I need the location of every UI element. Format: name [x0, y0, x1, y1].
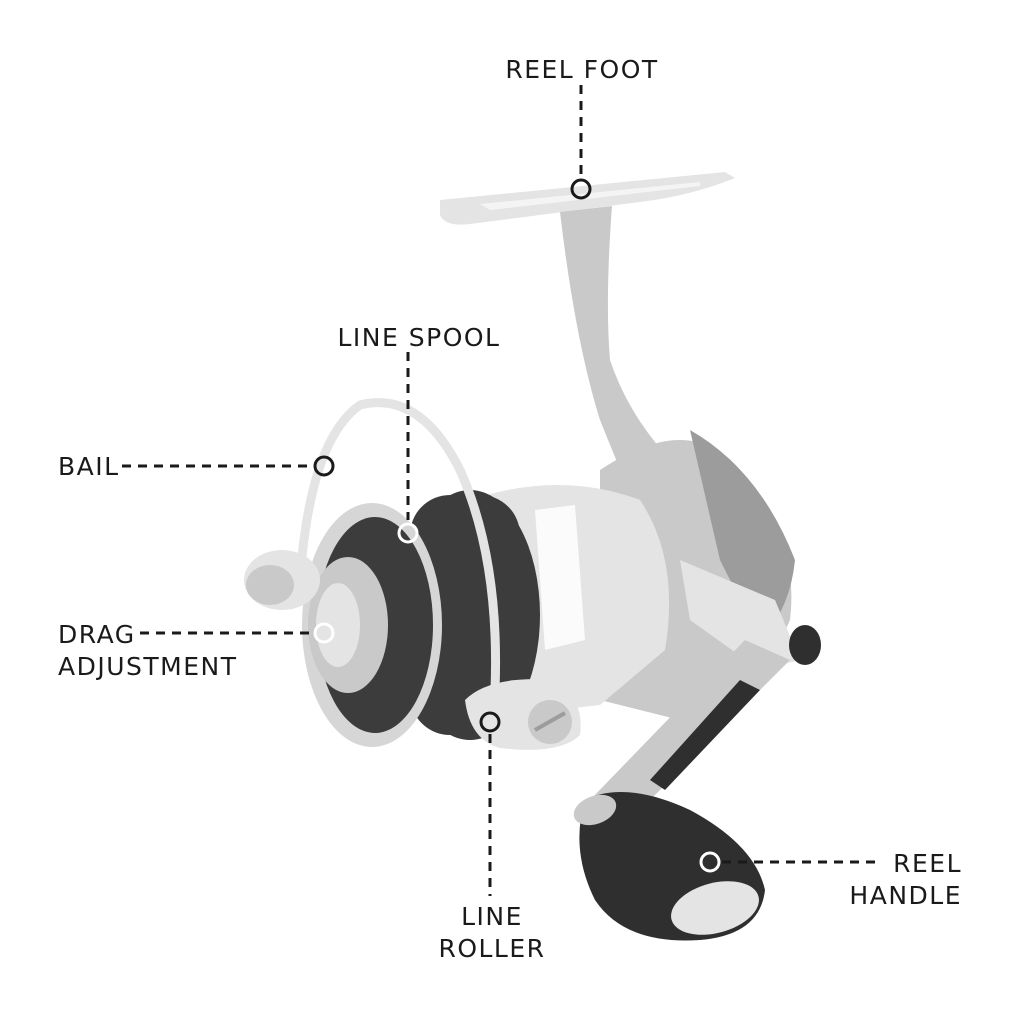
label-line-roller: LINE ROLLER	[438, 902, 546, 963]
marker-drag-adjustment	[313, 622, 335, 644]
marker-reel-foot	[570, 178, 592, 200]
reel-body-shadow	[690, 430, 795, 640]
marker-bail	[313, 455, 335, 477]
label-reel-handle: REEL HANDLE	[849, 849, 962, 910]
handle-knob-collar	[573, 794, 617, 826]
label-reel-foot: REEL FOOT	[505, 55, 659, 84]
marker-line-spool	[397, 522, 419, 544]
bail-arm-cap	[246, 565, 294, 605]
marker-reel-handle	[699, 851, 721, 873]
handle-shaft	[680, 560, 800, 670]
handle-arm-inlay	[650, 680, 760, 790]
handle-knob-end	[671, 881, 759, 935]
roller-screw-slot	[534, 711, 566, 732]
rotor-slots	[535, 505, 585, 650]
label-line-spool: LINE SPOOL	[337, 323, 501, 352]
reel-stem	[560, 206, 710, 540]
handle-cap	[789, 625, 821, 665]
label-drag-adjustment: DRAG ADJUSTMENT	[58, 620, 238, 681]
reel-foot-highlight	[480, 182, 700, 210]
label-bail: BAIL	[58, 452, 120, 481]
drag-knob-top	[316, 583, 360, 667]
bail-wire	[295, 398, 501, 691]
marker-line-roller	[479, 711, 501, 733]
